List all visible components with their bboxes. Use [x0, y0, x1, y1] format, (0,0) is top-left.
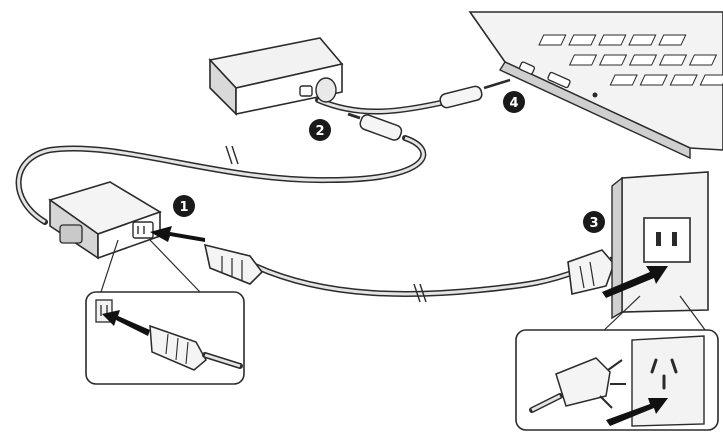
ac-cord-connector — [203, 243, 264, 285]
step-number-4: 4 — [509, 96, 518, 111]
outlet-slot-right — [672, 232, 677, 246]
step-number-3: 3 — [589, 216, 598, 231]
inset-right-detail — [515, 329, 719, 431]
outlet-slot-left — [656, 232, 661, 246]
arrow-wall-outlet — [602, 266, 668, 298]
cord-break-mark — [413, 283, 427, 303]
inset-right-plug — [529, 357, 626, 413]
ac-power-cord — [252, 263, 583, 298]
cable-break-mark — [225, 145, 239, 165]
step-badge-1: 1 — [173, 195, 195, 217]
arrow-ac-inlet — [150, 226, 205, 242]
wall-outlet — [611, 171, 709, 320]
inset-outlet-slots — [650, 358, 678, 390]
inset-right-arrow — [606, 398, 668, 426]
step-badge-2: 2 — [309, 119, 331, 141]
laptop-body — [468, 11, 723, 151]
step-number-1: 1 — [179, 200, 188, 215]
step-badge-3: 3 — [583, 211, 605, 233]
dc-plug-input — [347, 112, 403, 141]
ac-adapter-brick — [48, 181, 162, 260]
inset-right-leader-b — [679, 295, 709, 335]
step-badge-4: 4 — [503, 91, 525, 113]
laptop-side-port — [547, 71, 571, 89]
inset-left-plug — [149, 324, 243, 371]
inset-left-leader-a — [99, 239, 119, 296]
adapter-output-socket — [299, 85, 313, 97]
inset-left-detail — [85, 291, 245, 385]
dc-plug-laptop-end — [439, 78, 511, 109]
inset-left-arrow — [102, 310, 150, 336]
laptop-dc-in-port — [518, 61, 536, 75]
step-number-2: 2 — [315, 124, 324, 139]
laptop-indicator — [592, 92, 598, 98]
adapter-output-strain-relief — [315, 77, 337, 103]
ac-adapter-inlet — [132, 221, 154, 239]
laptop-edge — [498, 61, 691, 160]
inset-left-leader-b — [149, 239, 201, 293]
inset-right-leader-a — [599, 295, 641, 335]
laptop-keyboard — [538, 34, 723, 86]
laptop — [468, 11, 723, 160]
adapter-output-box — [208, 37, 344, 116]
